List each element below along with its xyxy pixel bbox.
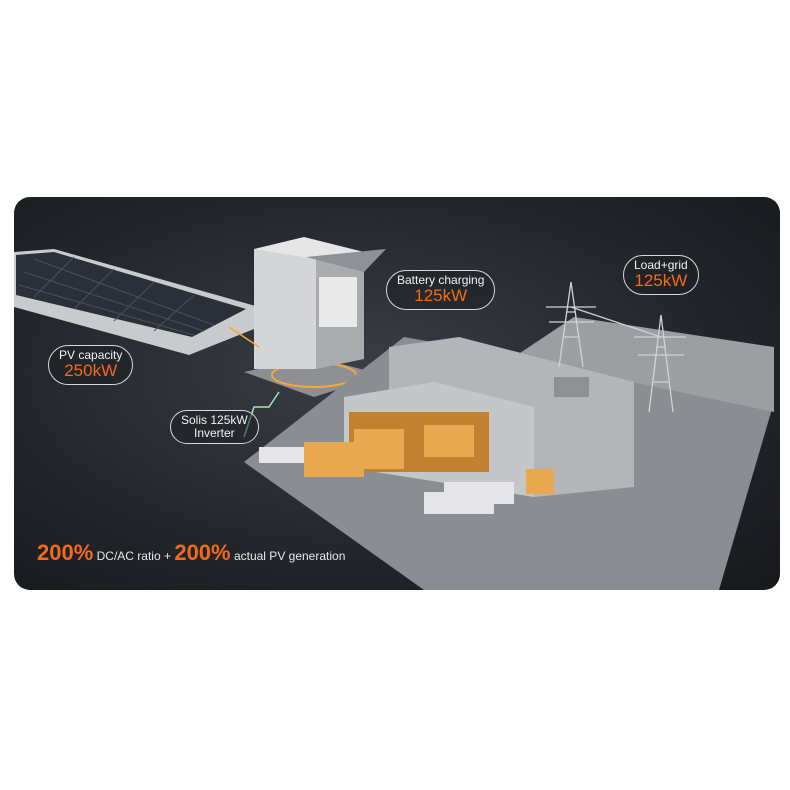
battery-charging-label: Battery charging 125kW bbox=[386, 270, 496, 310]
pv-capacity-title: PV capacity bbox=[59, 348, 123, 362]
battery-charging-title: Battery charging bbox=[397, 273, 485, 287]
pv-capacity-label: PV capacity 250kW bbox=[48, 345, 134, 385]
load-grid-title: Load+grid bbox=[634, 258, 688, 272]
energy-system-illustration bbox=[14, 237, 774, 590]
dc-ac-ratio-percent: 200% bbox=[37, 540, 94, 565]
load-grid-label: Load+grid 125kW bbox=[623, 255, 699, 295]
inverter-line2: Inverter bbox=[194, 426, 235, 441]
pv-capacity-value: 250kW bbox=[64, 361, 118, 381]
power-towers bbox=[546, 281, 686, 413]
trucks bbox=[259, 447, 514, 514]
load-grid-value: 125kW bbox=[634, 271, 688, 291]
inverter-label: Solis 125kW Inverter bbox=[170, 410, 259, 445]
dc-ac-ratio-text: DC/AC ratio + bbox=[96, 549, 171, 563]
solar-panel-array bbox=[14, 249, 259, 355]
inverter-line1: Solis 125kW bbox=[181, 413, 248, 427]
warehouse-building bbox=[304, 337, 634, 497]
footer-tagline: 200% DC/AC ratio + 200% actual PV genera… bbox=[37, 540, 345, 566]
battery-cabinet bbox=[244, 237, 386, 397]
battery-charging-value: 125kW bbox=[414, 286, 468, 306]
orange-cable bbox=[228, 326, 260, 348]
pv-generation-text: actual PV generation bbox=[233, 549, 346, 563]
pv-generation-percent: 200% bbox=[174, 540, 231, 565]
infographic-card: PV capacity 250kW Solis 125kW Inverter B… bbox=[14, 197, 780, 590]
